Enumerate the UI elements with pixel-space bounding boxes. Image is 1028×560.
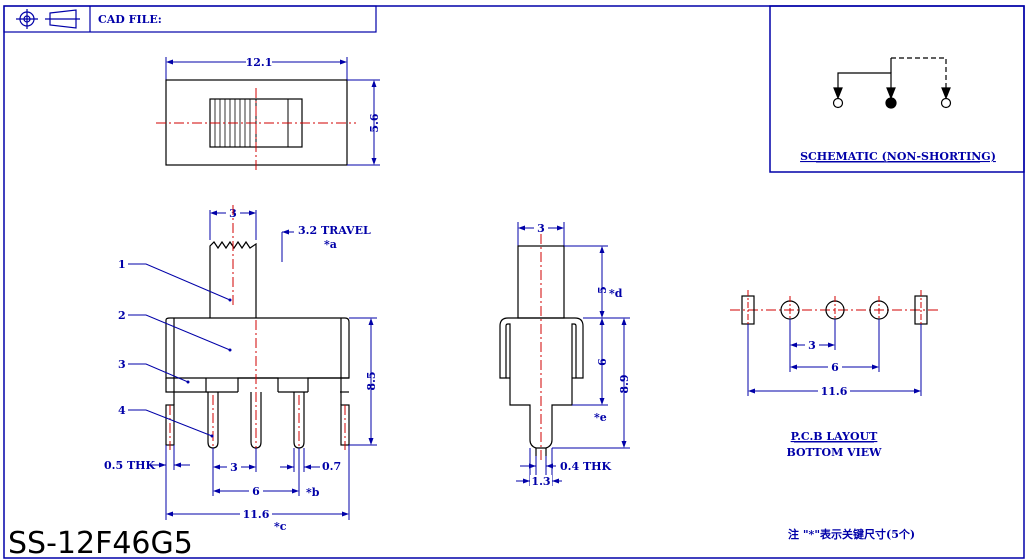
side-top-height-dim: 5 [596,286,609,294]
pcb-title: P.C.B LAYOUT [791,430,879,443]
front-thk-label: 0.5 THK [104,459,156,472]
top-view: 12.1 5.6 [156,55,381,172]
top-height-dim: 5.6 [368,113,381,132]
side-thk-label: 0.4 THK [560,460,612,473]
pin-width-dim: 0.7 [322,460,341,473]
overall-width-dim: 11.6 [243,508,270,521]
front-view: 3 3.2 TRAVEL *a 1 [104,205,378,533]
side-body-key: *e [594,411,607,424]
title-header: CAD FILE: [3,5,377,33]
side-pin-width-dim: 1.3 [531,475,550,488]
side-total-height-dim: 8.9 [618,374,631,393]
travel-key: *a [324,238,337,251]
pcb-total-dim: 11.6 [821,385,848,398]
travel-label: 3.2 TRAVEL [298,224,371,237]
top-width-dim: 12.1 [246,56,273,69]
outer-pin-dim: 6 [252,485,260,498]
pcb-outer-dim: 6 [831,361,839,374]
schematic-block: SCHEMATIC (NON-SHORTING) [769,5,1025,173]
schematic-label: SCHEMATIC (NON-SHORTING) [800,150,996,163]
side-top-width-dim: 3 [537,222,545,235]
projection-symbol-icon [16,9,80,29]
pcb-subtitle: BOTTOM VIEW [786,446,882,459]
pcb-layout: 3 6 11.6 P.C.B LAYOUT BOTTOM VIEW [730,290,940,459]
sheet-border [3,5,1025,559]
side-body-height-dim: 6 [596,358,609,366]
callout-4: 4 [118,404,126,417]
pcb-pitch-dim: 3 [808,339,816,352]
callout-2: 2 [118,309,126,322]
overall-width-key: *c [274,520,287,533]
cad-file-label: CAD FILE: [98,13,162,26]
side-view: 3 5 *d 6 *e 8.9 0.4 THK [499,222,631,488]
pin-pitch-dim: 3 [230,461,238,474]
side-top-height-key: *d [609,287,623,300]
callout-1: 1 [118,258,126,271]
critical-dim-note: 注 "*"表示关键尺寸(5个) [788,527,915,541]
schematic-symbol [832,57,952,109]
callout-3: 3 [118,358,126,371]
part-number: SS-12F46G5 [8,526,193,560]
outer-pin-key: *b [306,486,320,499]
front-height-dim: 8.5 [365,371,378,390]
